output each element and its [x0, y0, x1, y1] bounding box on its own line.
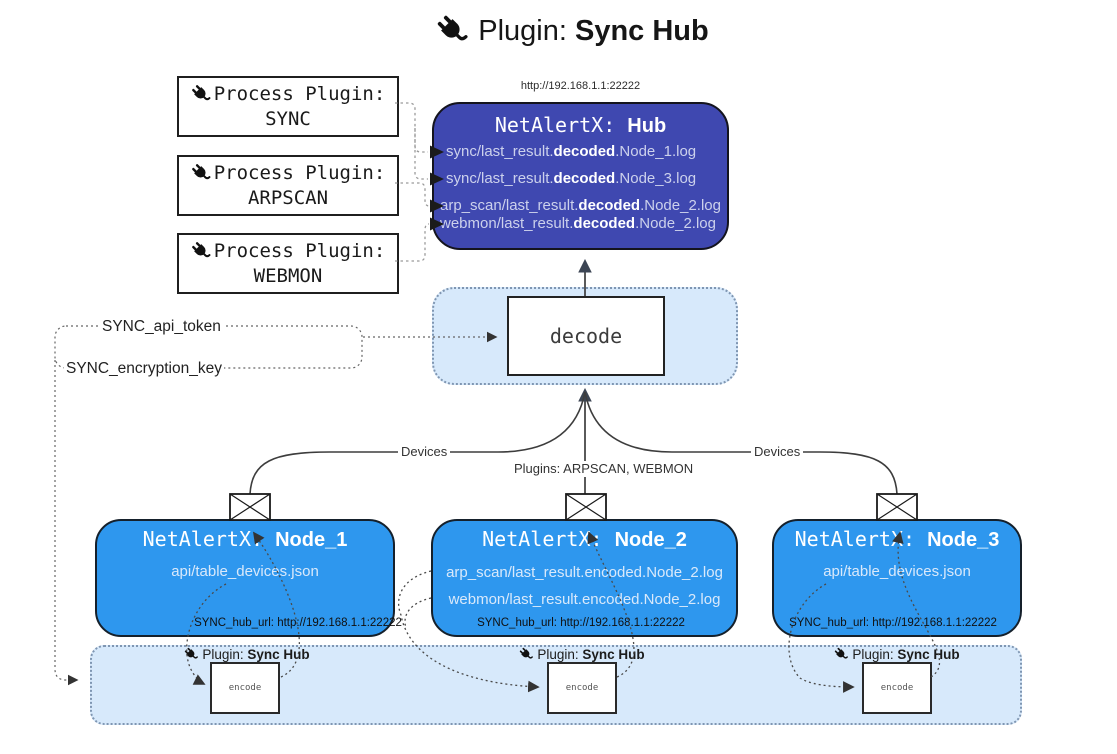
process-plugin-name: SYNC	[265, 107, 311, 130]
hub-title: NetAlertX: Hub	[494, 113, 667, 137]
page-title: Plugin: Sync Hub	[14, 14, 1117, 48]
node-hub-url: SYNC_hub_url: http://192.168.1.1:22222	[477, 617, 685, 629]
node-to-decode-curves	[249, 391, 898, 495]
envelope-icon	[876, 493, 918, 521]
hub-box	[432, 102, 729, 250]
hub-file-row: sync/last_result.decoded.Node_1.log	[446, 143, 697, 160]
encoder-plugin-label: Plugin: Sync Hub	[492, 646, 672, 662]
encode-box: encode	[547, 662, 617, 714]
plug-icon	[835, 647, 849, 659]
plug-icon	[185, 647, 199, 659]
decode-box: decode	[507, 296, 665, 376]
encoder-plugin-label: Plugin: Sync Hub	[157, 646, 337, 662]
process-plugin-name: WEBMON	[253, 264, 323, 287]
envelope-icon	[565, 493, 607, 521]
node-file: webmon/last_result.encoded.Node_2.log	[448, 591, 721, 608]
plug-icon	[191, 241, 211, 257]
secret-label-encryption-key: SYNC_encryption_key	[64, 360, 224, 377]
encoder-plugin-label: Plugin: Sync Hub	[807, 646, 987, 662]
envelope-icon	[229, 493, 271, 521]
hub-file-row: arp_scan/last_result.decoded.Node_2.log	[440, 197, 721, 214]
node-box-node-1	[95, 519, 395, 637]
node-file: api/table_devices.json	[823, 563, 971, 580]
secret-label-api-token: SYNC_api_token	[100, 318, 223, 335]
process-plugin-box-webmon: Process Plugin: WEBMON	[177, 233, 399, 294]
encode-box: encode	[862, 662, 932, 714]
edge-label-devices-right: Devices	[751, 444, 804, 460]
node-file: api/table_devices.json	[171, 563, 319, 580]
process-plugin-name: ARPSCAN	[247, 186, 329, 209]
process-plugin-box-arpscan: Process Plugin: ARPSCAN	[177, 155, 399, 216]
process-plugin-label: Process Plugin:	[213, 239, 386, 262]
node-hub-url: SYNC_hub_url: http://192.168.1.1:22222	[194, 617, 402, 629]
hub-url: http://192.168.1.1:22222	[520, 80, 641, 92]
plug-icon	[191, 163, 211, 179]
title-text: Plugin: Sync Hub	[478, 14, 709, 47]
edge-label-devices-left: Devices	[398, 444, 451, 460]
node-title: NetAlertX: Node_1	[142, 527, 348, 551]
process-plugin-box-sync: Process Plugin: SYNC	[177, 76, 399, 137]
node-file: arp_scan/last_result.encoded.Node_2.log	[446, 564, 723, 581]
node-title: NetAlertX: Node_2	[482, 527, 687, 551]
hub-file-row: sync/last_result.decoded.Node_3.log	[446, 170, 697, 187]
edge-label-plugins: Plugins: ARPSCAN, WEBMON	[511, 461, 697, 477]
process-plugin-label: Process Plugin:	[213, 82, 386, 105]
encode-box: encode	[210, 662, 280, 714]
plug-icon	[520, 647, 534, 659]
plug-icon	[438, 15, 468, 41]
node-hub-url: SYNC_hub_url: http://192.168.1.1:22222	[789, 617, 997, 629]
plug-icon	[191, 84, 211, 100]
node-title: NetAlertX: Node_3	[794, 527, 1000, 551]
hub-file-row: webmon/last_result.decoded.Node_2.log	[440, 215, 716, 232]
process-to-hub-connectors	[395, 102, 430, 262]
process-plugin-label: Process Plugin:	[213, 161, 386, 184]
